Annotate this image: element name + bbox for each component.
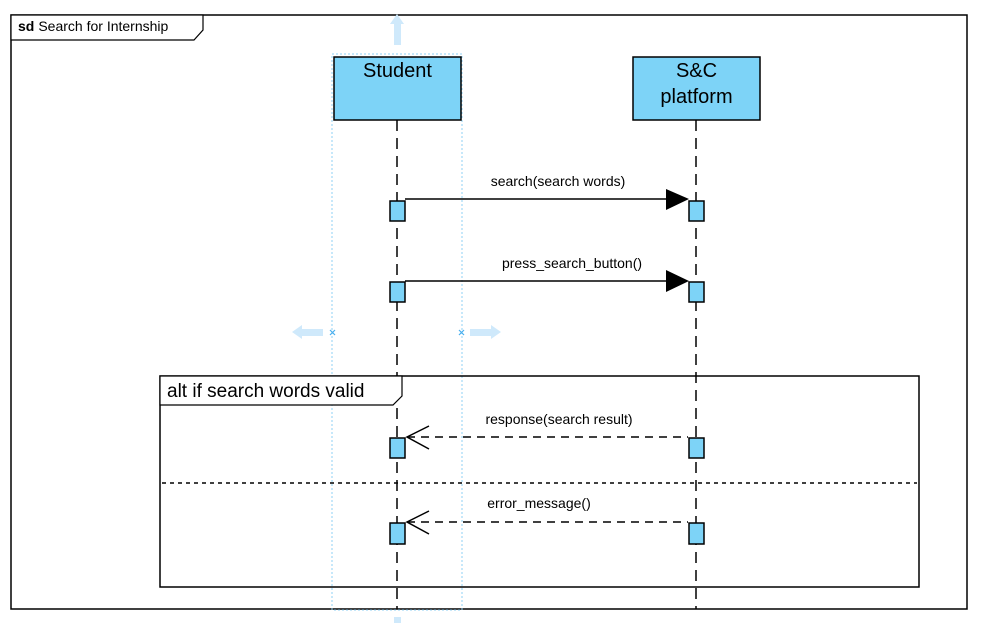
platform-activation-press[interactable] — [688, 281, 705, 303]
platform-activation-error[interactable] — [688, 522, 705, 545]
sd-frame — [10, 14, 968, 610]
platform-activation-response[interactable] — [688, 437, 705, 459]
message-search-label: search(search words) — [491, 173, 626, 189]
student-activation-response[interactable] — [389, 437, 406, 459]
sd-name: Search for Internship — [38, 18, 168, 34]
alt-fragment-label: alt if search words valid — [167, 381, 364, 402]
student-lifeline-head[interactable] — [333, 56, 462, 121]
student-label: Student — [363, 60, 432, 82]
sd-frame-tab — [10, 14, 204, 41]
message-response-arrowhead — [405, 425, 430, 450]
message-search-arrowhead — [666, 189, 689, 210]
message-error-arrowhead — [405, 510, 430, 535]
sd-keyword: sd — [18, 18, 34, 34]
alt-fragment[interactable] — [159, 375, 920, 588]
platform-activation-search[interactable] — [688, 200, 705, 222]
message-press-label: press_search_button() — [502, 255, 642, 271]
selection-anchor-marks — [329, 329, 465, 336]
resize-handle-right[interactable] — [470, 325, 501, 339]
alt-fragment-tab — [159, 375, 403, 406]
message-error-label: error_message() — [487, 495, 590, 511]
message-press-arrowhead — [666, 270, 689, 292]
resize-handle-left[interactable] — [292, 325, 323, 339]
platform-lifeline-head[interactable] — [632, 56, 761, 121]
student-activation-press[interactable] — [389, 281, 406, 303]
platform-label-line2: platform — [660, 86, 732, 108]
student-activation-error[interactable] — [389, 522, 406, 545]
platform-label-line1: S&C — [676, 60, 717, 82]
resize-handle-bottom[interactable] — [394, 617, 401, 623]
resize-handle-top[interactable] — [390, 14, 404, 45]
message-response-label: response(search result) — [485, 411, 632, 427]
student-activation-search[interactable] — [389, 200, 406, 222]
